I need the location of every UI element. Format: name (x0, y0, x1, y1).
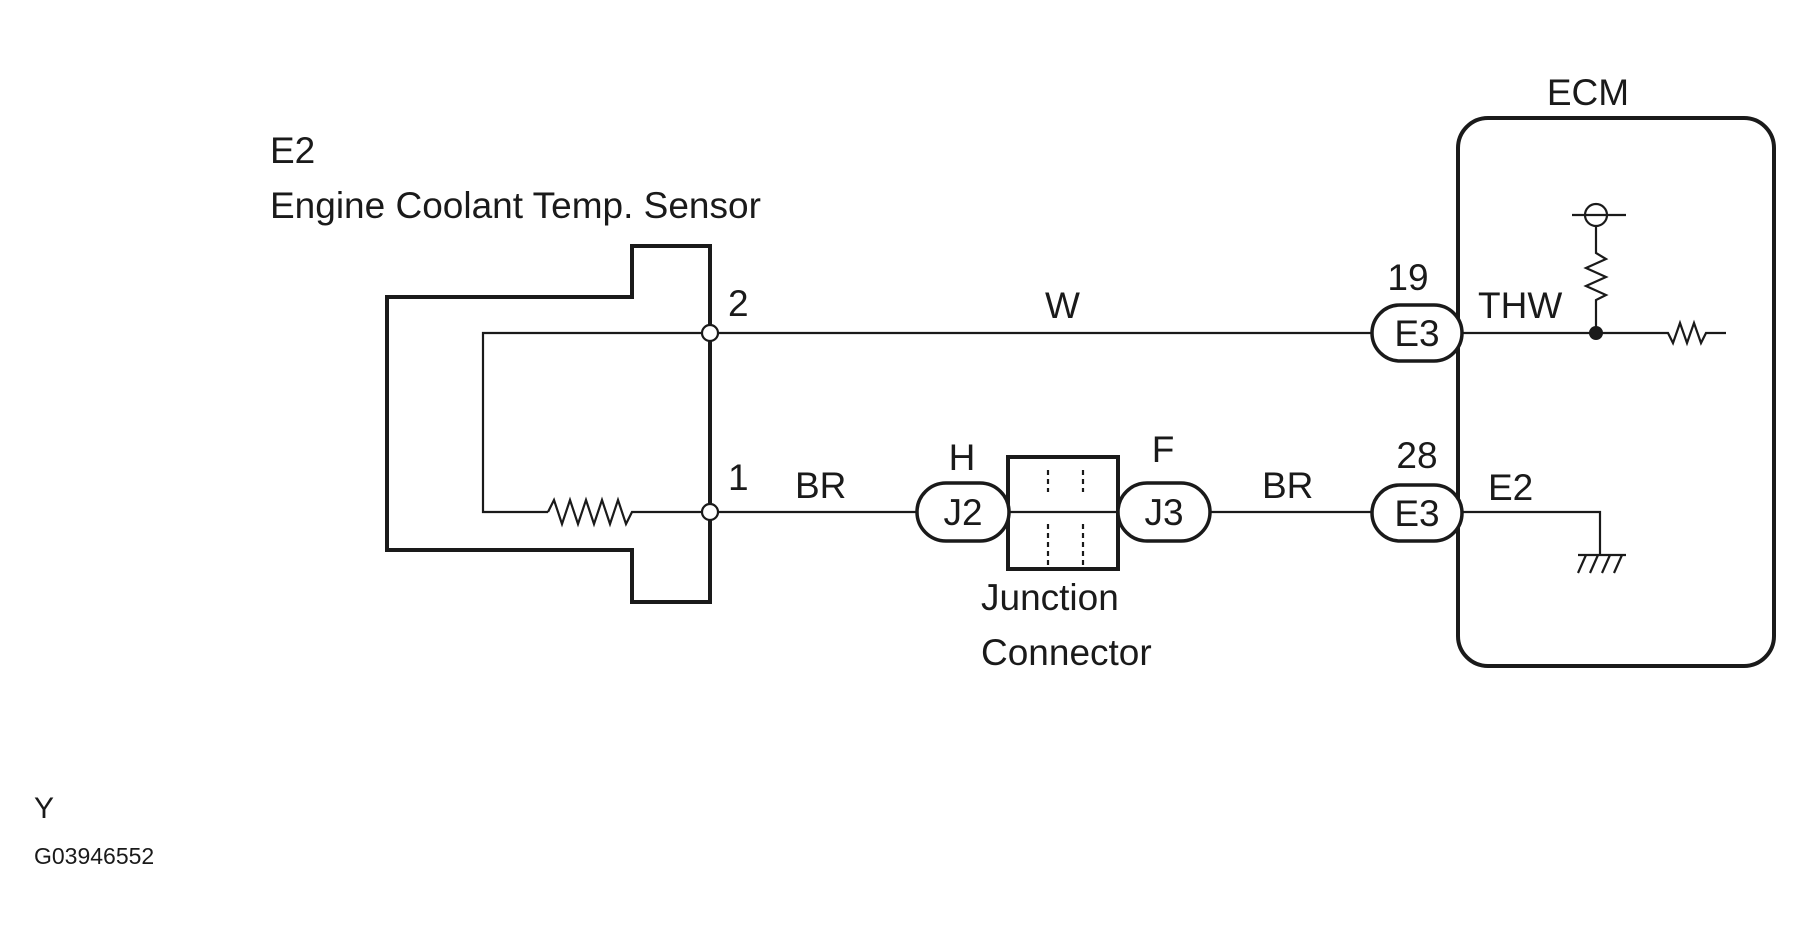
connector-j2 (915, 481, 1011, 543)
pin-2-terminal (700, 323, 720, 343)
ecm-thw-circuit (1462, 202, 1726, 347)
junction-terminal-f: F (1152, 429, 1175, 470)
wire-br-left-label: BR (795, 465, 846, 506)
connector-j3-label: J3 (1144, 492, 1183, 533)
connector-j2-label: J2 (943, 492, 982, 533)
junction-connector (1006, 455, 1120, 571)
sensor-body (385, 244, 712, 604)
ecm-connector-bottom-label: E3 (1394, 493, 1439, 534)
junction-label-line1: Junction (981, 577, 1119, 618)
thw-junction-dot (1589, 326, 1603, 340)
sensor-code: E2 (270, 130, 315, 171)
pin-1-label: 1 (728, 457, 749, 498)
footer-line1: Y (34, 792, 54, 825)
pullup-resistor (1583, 226, 1609, 333)
pin-1-terminal (700, 502, 720, 522)
junction-terminal-h: H (949, 437, 976, 478)
wire-w-label: W (1045, 285, 1080, 326)
ecm-pin-28: 28 (1396, 435, 1437, 476)
ecm-pin-19: 19 (1387, 257, 1428, 298)
figure-code: G03946552 (34, 843, 154, 869)
ecm-title: ECM (1547, 72, 1629, 113)
ecm-box (1456, 116, 1776, 668)
sensor-name: Engine Coolant Temp. Sensor (270, 185, 761, 226)
sensor-resistor (547, 496, 710, 528)
ecm-signal-e2: E2 (1488, 467, 1533, 508)
pin-2-label: 2 (728, 283, 749, 324)
ground-icon (1462, 510, 1626, 574)
junction-label-line2: Connector (981, 632, 1152, 673)
wire-br-right-label: BR (1262, 465, 1313, 506)
ecm-signal-thw: THW (1478, 285, 1562, 326)
ecm-connector-top-label: E3 (1394, 313, 1439, 354)
